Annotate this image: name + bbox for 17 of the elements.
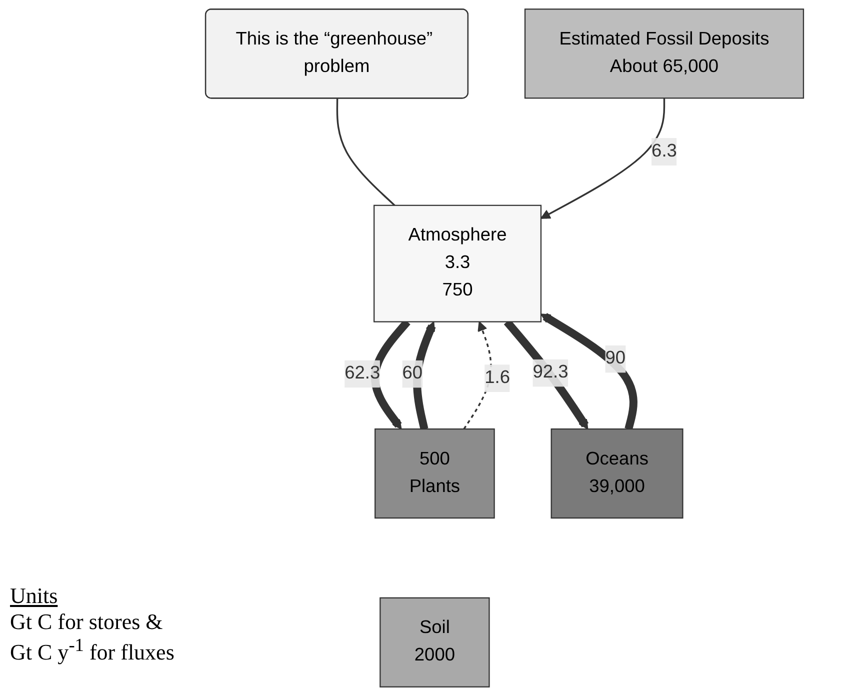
node-box: 500 Plants — [374, 428, 495, 519]
flux-arrow — [540, 98, 666, 219]
node-box: Estimated Fossil Deposits About 65,000 — [524, 8, 804, 99]
leader-line — [336, 98, 396, 206]
edge-label: 6.3 — [652, 141, 677, 161]
node-box: Atmosphere 3.3 750 — [374, 204, 542, 322]
node-box: Oceans 39,000 — [550, 428, 684, 519]
edge-label: 90 — [605, 348, 626, 368]
edge-label: 92.3 — [532, 362, 568, 382]
edge-label: 1.6 — [484, 368, 510, 388]
edge-label: 62.3 — [344, 364, 380, 384]
units-note: Gt C for stores & — [10, 608, 163, 636]
flux-arrow — [540, 312, 638, 430]
units-heading: Units — [10, 582, 58, 609]
edge-label: 60 — [402, 364, 423, 384]
units-note: Gt C y$^{-1}$ for fluxes — [10, 635, 174, 666]
node-box: Soil 2000 — [380, 597, 490, 688]
